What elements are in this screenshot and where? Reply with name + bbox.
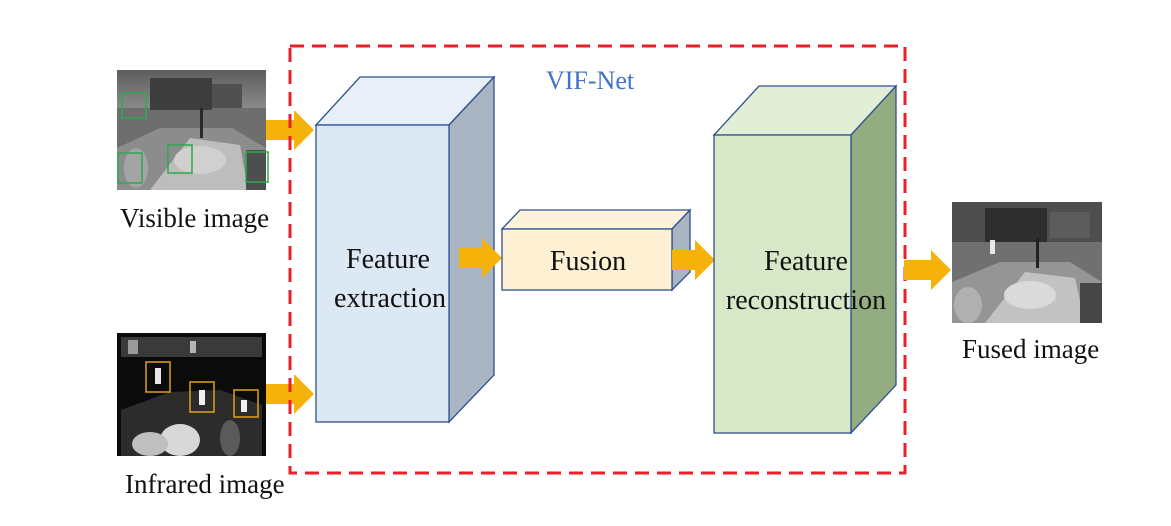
feature-reconstruction-label-line2: reconstruction — [726, 285, 886, 316]
visible-image-caption: Visible image — [120, 203, 269, 233]
infrared-image-caption: Infrared image — [125, 469, 285, 499]
visible-image — [117, 70, 269, 190]
visible-to-extraction-arrow — [266, 110, 314, 150]
feature-reconstruction-label-line1: Feature — [764, 246, 848, 277]
feature-extraction-label-line1: Feature — [346, 244, 430, 275]
visible-roi-box — [167, 144, 193, 174]
vif-net-title: VIF-Net — [546, 66, 635, 95]
feature-reconstruction-block — [712, 84, 898, 435]
feature-extraction-block — [314, 75, 496, 424]
fused-image-caption: Fused image — [962, 334, 1099, 364]
infrared-image — [117, 333, 266, 456]
fusion-to-reconstruction-arrow — [672, 240, 715, 280]
feature-extraction-label-line2: extraction — [334, 283, 446, 314]
infrared-roi-box — [189, 381, 215, 413]
vif-net-boundary — [288, 44, 907, 475]
fusion-label: Fusion — [550, 246, 626, 277]
infrared-to-extraction-arrow — [266, 374, 314, 414]
fused-image — [952, 202, 1102, 323]
visible-roi-box — [117, 152, 143, 184]
infrared-roi-box — [233, 389, 259, 418]
visible-roi-box — [121, 92, 147, 119]
infrared-roi-box — [145, 361, 171, 393]
extraction-to-fusion-arrow — [459, 238, 502, 278]
reconstruction-to-output-arrow — [904, 250, 951, 290]
visible-roi-box — [245, 151, 269, 183]
